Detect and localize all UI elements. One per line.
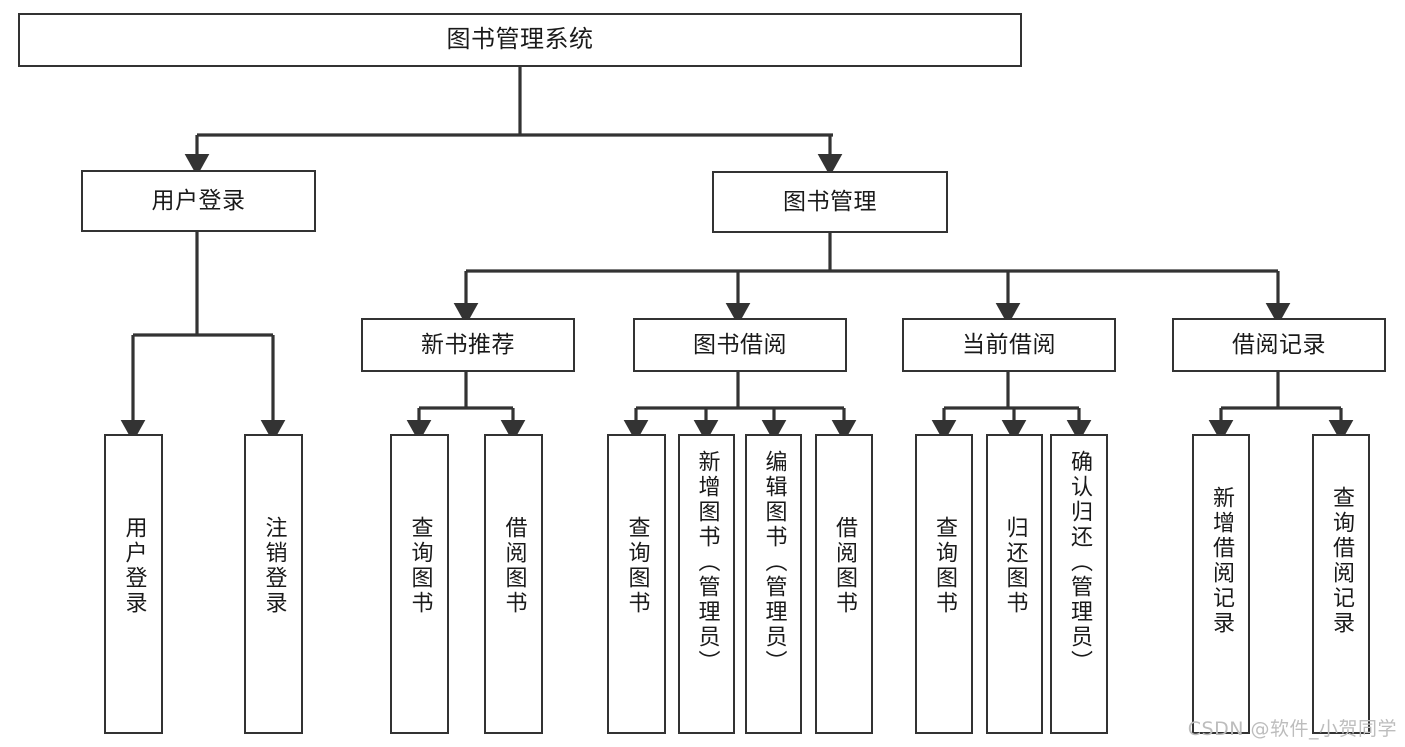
node-leaf-edit-book[interactable]: 编辑图书（管理员） [745, 434, 802, 734]
node-label: 归还图书 [1002, 516, 1028, 616]
node-label: 编辑图书（管理员） [761, 450, 787, 675]
node-leaf-logout-login[interactable]: 注销登录 [244, 434, 303, 734]
node-leaf-return-book[interactable]: 归还图书 [986, 434, 1043, 734]
node-label: 用户登录 [151, 187, 246, 214]
node-label: 图书借阅 [693, 331, 787, 358]
node-new-book-recommend[interactable]: 新书推荐 [361, 318, 575, 372]
node-leaf-query-book-3[interactable]: 查询图书 [915, 434, 973, 734]
node-leaf-query-borrow-record[interactable]: 查询借阅记录 [1312, 434, 1370, 734]
node-label: 新书推荐 [421, 331, 515, 358]
node-label: 借阅图书 [832, 516, 857, 616]
node-leaf-add-book[interactable]: 新增图书（管理员） [678, 434, 735, 734]
node-leaf-user-login[interactable]: 用户登录 [104, 434, 163, 734]
node-label: 查询图书 [624, 516, 650, 616]
node-leaf-confirm-return[interactable]: 确认归还（管理员） [1050, 434, 1108, 734]
node-leaf-add-borrow-record[interactable]: 新增借阅记录 [1192, 434, 1250, 734]
node-current-borrow[interactable]: 当前借阅 [902, 318, 1116, 372]
node-leaf-borrow-book-1[interactable]: 借阅图书 [484, 434, 543, 734]
node-root-book-management-system[interactable]: 图书管理系统 [18, 13, 1022, 67]
node-user-login[interactable]: 用户登录 [81, 170, 316, 232]
node-label: 确认归还（管理员） [1067, 450, 1092, 675]
node-book-borrow[interactable]: 图书借阅 [633, 318, 847, 372]
node-label: 注销登录 [261, 516, 287, 616]
node-label: 查询图书 [932, 516, 957, 616]
node-book-management[interactable]: 图书管理 [712, 171, 948, 233]
node-leaf-borrow-book-2[interactable]: 借阅图书 [815, 434, 873, 734]
node-borrow-record[interactable]: 借阅记录 [1172, 318, 1386, 372]
node-label: 查询图书 [407, 516, 433, 616]
node-label: 用户登录 [121, 516, 147, 616]
node-leaf-query-book-2[interactable]: 查询图书 [607, 434, 666, 734]
node-label: 新增图书（管理员） [694, 450, 720, 675]
node-leaf-query-book-1[interactable]: 查询图书 [390, 434, 449, 734]
node-label: 图书管理系统 [446, 25, 594, 54]
node-label: 借阅图书 [501, 516, 527, 616]
node-label: 查询借阅记录 [1329, 486, 1354, 636]
node-label: 新增借阅记录 [1209, 486, 1234, 636]
csdn-watermark: CSDN @软件_小贺同学 [1187, 718, 1397, 740]
node-label: 当前借阅 [962, 331, 1056, 358]
node-label: 图书管理 [783, 188, 877, 215]
node-label: 借阅记录 [1232, 331, 1326, 358]
